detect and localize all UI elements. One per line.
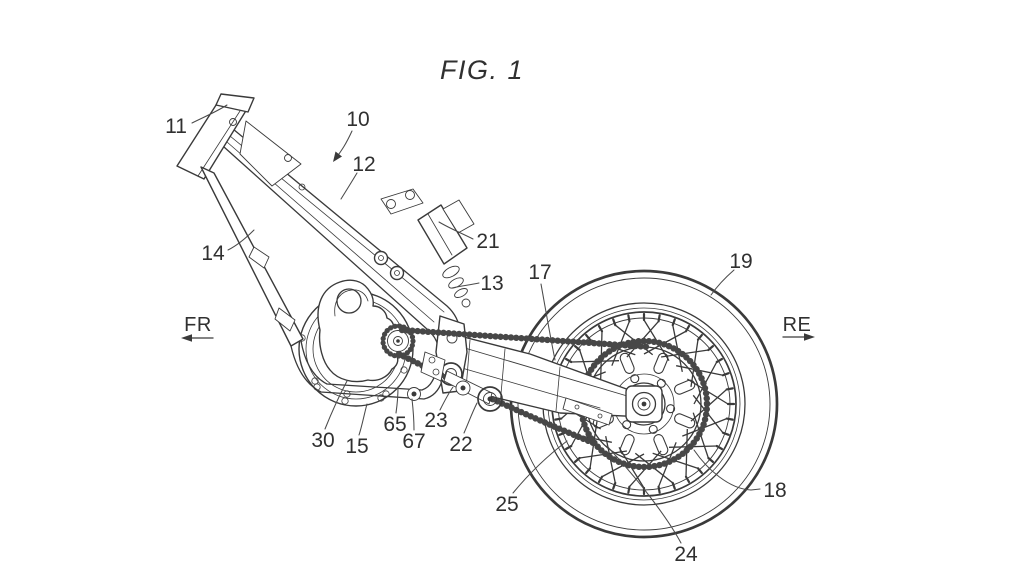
leader-line-30 xyxy=(324,380,348,430)
ref-numeral-12: 12 xyxy=(352,153,375,176)
leader-line-14 xyxy=(227,229,255,251)
main-beam-fill xyxy=(224,129,461,345)
head-tube xyxy=(176,93,255,180)
front-strut xyxy=(200,166,304,347)
shock-adjuster-collars xyxy=(442,265,471,308)
motor-unit xyxy=(298,279,415,407)
ref-numeral-17: 17 xyxy=(528,261,551,284)
motor-mount-bolts xyxy=(373,250,405,281)
chain-upper-run xyxy=(398,326,654,351)
leader-arrowhead-10 xyxy=(333,151,342,162)
axle-block xyxy=(625,385,663,423)
ref-numeral-25: 25 xyxy=(495,493,518,516)
suspension-linkage xyxy=(407,351,503,412)
leader-line-23 xyxy=(439,386,454,411)
ref-numeral-30: 30 xyxy=(311,429,334,452)
shock-reservoir xyxy=(442,199,475,234)
leader-line-21 xyxy=(438,221,474,240)
leader-line-15 xyxy=(358,403,368,436)
ref-numeral-19: 19 xyxy=(729,250,752,273)
linkage-bolt xyxy=(477,386,503,412)
front-direction-label: FR xyxy=(184,314,212,336)
ref-numeral-65: 65 xyxy=(383,413,406,436)
leader-line-13 xyxy=(451,282,480,289)
ref-numeral-18: 18 xyxy=(763,479,786,502)
ref-numeral-15: 15 xyxy=(345,435,368,458)
leader-line-25 xyxy=(512,440,568,494)
leader-line-22 xyxy=(463,402,478,434)
ref-numeral-10: 10 xyxy=(346,108,369,131)
figure-title: FIG. 1 xyxy=(440,55,524,85)
front-arrowhead xyxy=(181,334,192,342)
swingarm xyxy=(445,333,663,426)
leader-line-11 xyxy=(191,104,228,124)
motor-housing-bolts xyxy=(298,334,408,405)
leader-line-67 xyxy=(411,398,415,431)
leader-line-65 xyxy=(395,386,399,414)
ref-numeral-22: 22 xyxy=(449,433,472,456)
rear-shock-absorber xyxy=(380,188,475,308)
chain-front-wrap xyxy=(380,323,416,359)
shock-top-mount xyxy=(380,188,424,215)
ref-numeral-24: 24 xyxy=(674,543,698,566)
rear-arrowhead xyxy=(804,333,815,341)
leader-lines xyxy=(191,104,761,544)
frame xyxy=(176,93,468,400)
leader-line-24 xyxy=(606,445,682,544)
leader-line-18 xyxy=(693,449,761,491)
ref-numeral-67: 67 xyxy=(402,430,425,453)
ref-numeral-13: 13 xyxy=(480,272,503,295)
reference-labels: 11 10 12 14 21 13 17 19 18 25 24 30 15 6… xyxy=(165,108,787,566)
leader-line-12 xyxy=(340,172,358,200)
leader-line-17 xyxy=(540,283,556,361)
direction-arrows xyxy=(181,333,815,342)
rear-direction-label: RE xyxy=(783,314,812,336)
leader-line-19 xyxy=(710,269,735,296)
ref-numeral-11: 11 xyxy=(165,115,187,138)
frame-gusset xyxy=(239,120,302,187)
ref-numeral-14: 14 xyxy=(201,242,225,265)
ref-numeral-23: 23 xyxy=(424,409,447,432)
ref-numeral-21: 21 xyxy=(476,230,499,253)
